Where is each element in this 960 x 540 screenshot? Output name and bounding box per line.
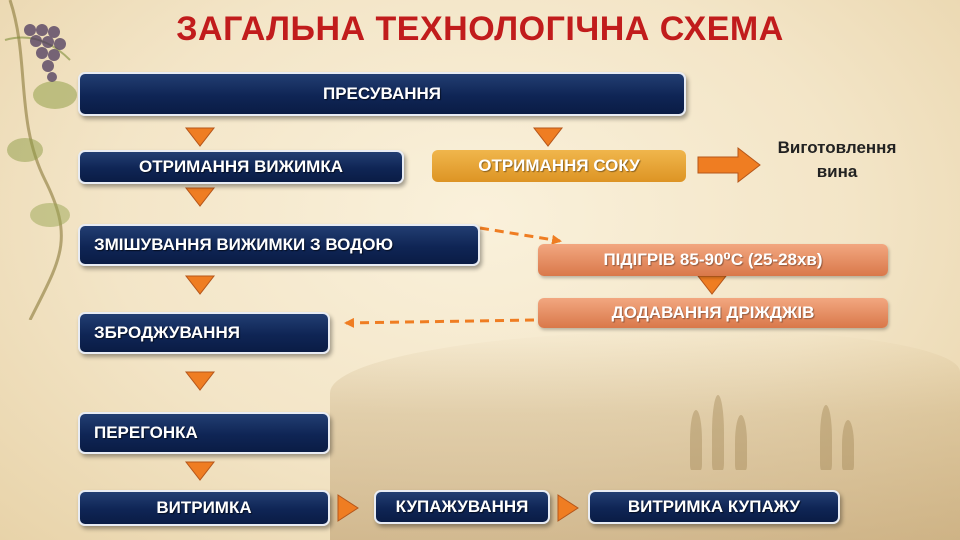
arrow-down-heating-yeast (696, 275, 728, 295)
node-fermentation-label: ЗБРОДЖУВАННЯ (94, 323, 240, 342)
dashed-arrow-mixing-heating (479, 226, 562, 245)
grape-vine-decoration (4, 0, 77, 320)
arrow-down-distillation-aging (184, 461, 216, 481)
arrow-down-pomace-mixing (184, 187, 216, 207)
node-aging-label: ВИТРИМКА (156, 498, 252, 517)
node-pomace-label: ОТРИМАННЯ ВИЖИМКА (139, 157, 343, 176)
node-blend-aging: ВИТРИМКА КУПАЖУ (588, 490, 840, 524)
node-blend-aging-label: ВИТРИМКА КУПАЖУ (627, 497, 801, 516)
node-heating-label: ПІДІГРІВ 85-90⁰С (25-28хв) (603, 250, 823, 269)
arrow-down-pressing-pomace (184, 127, 216, 147)
node-aging: ВИТРИМКА (78, 490, 330, 526)
node-heating: ПІДІГРІВ 85-90⁰С (25-28хв) (538, 244, 888, 276)
node-mixing-label: ЗМІШУВАННЯ ВИЖИМКИ З ВОДОЮ (94, 235, 394, 254)
arrow-down-fermentation-distillation (184, 371, 216, 391)
node-wine: Виготовлення вина (762, 136, 912, 184)
node-juice-label: ОТРИМАННЯ СОКУ (478, 156, 640, 175)
node-yeast: ДОДАВАННЯ ДРІЖДЖІВ (538, 298, 888, 328)
node-distillation-label: ПЕРЕГОНКА (94, 423, 198, 442)
node-blending: КУПАЖУВАННЯ (374, 490, 550, 524)
node-wine-line1: Виготовлення (777, 138, 897, 157)
arrow-down-mixing-fermentation (184, 275, 216, 295)
node-distillation: ПЕРЕГОНКА (78, 412, 330, 454)
node-blending-label: КУПАЖУВАННЯ (395, 497, 529, 516)
node-pressing: ПРЕСУВАННЯ (78, 72, 686, 116)
arrow-right-juice-wine (697, 146, 761, 184)
arrow-right-blending-blendaging (557, 494, 579, 522)
node-fermentation: ЗБРОДЖУВАННЯ (78, 312, 330, 354)
page-title: ЗАГАЛЬНА ТЕХНОЛОГІЧНА СХЕМА (176, 10, 784, 48)
node-juice: ОТРИМАННЯ СОКУ (432, 150, 686, 182)
node-wine-line2: вина (816, 162, 858, 181)
node-yeast-label: ДОДАВАННЯ ДРІЖДЖІВ (611, 303, 815, 322)
arrow-right-aging-blending (337, 494, 359, 522)
node-pomace: ОТРИМАННЯ ВИЖИМКА (78, 150, 404, 184)
arrow-down-pressing-juice (532, 127, 564, 147)
node-mixing: ЗМІШУВАННЯ ВИЖИМКИ З ВОДОЮ (78, 224, 480, 266)
node-pressing-label: ПРЕСУВАННЯ (322, 84, 441, 103)
dashed-arrow-yeast-fermentation (344, 317, 535, 328)
